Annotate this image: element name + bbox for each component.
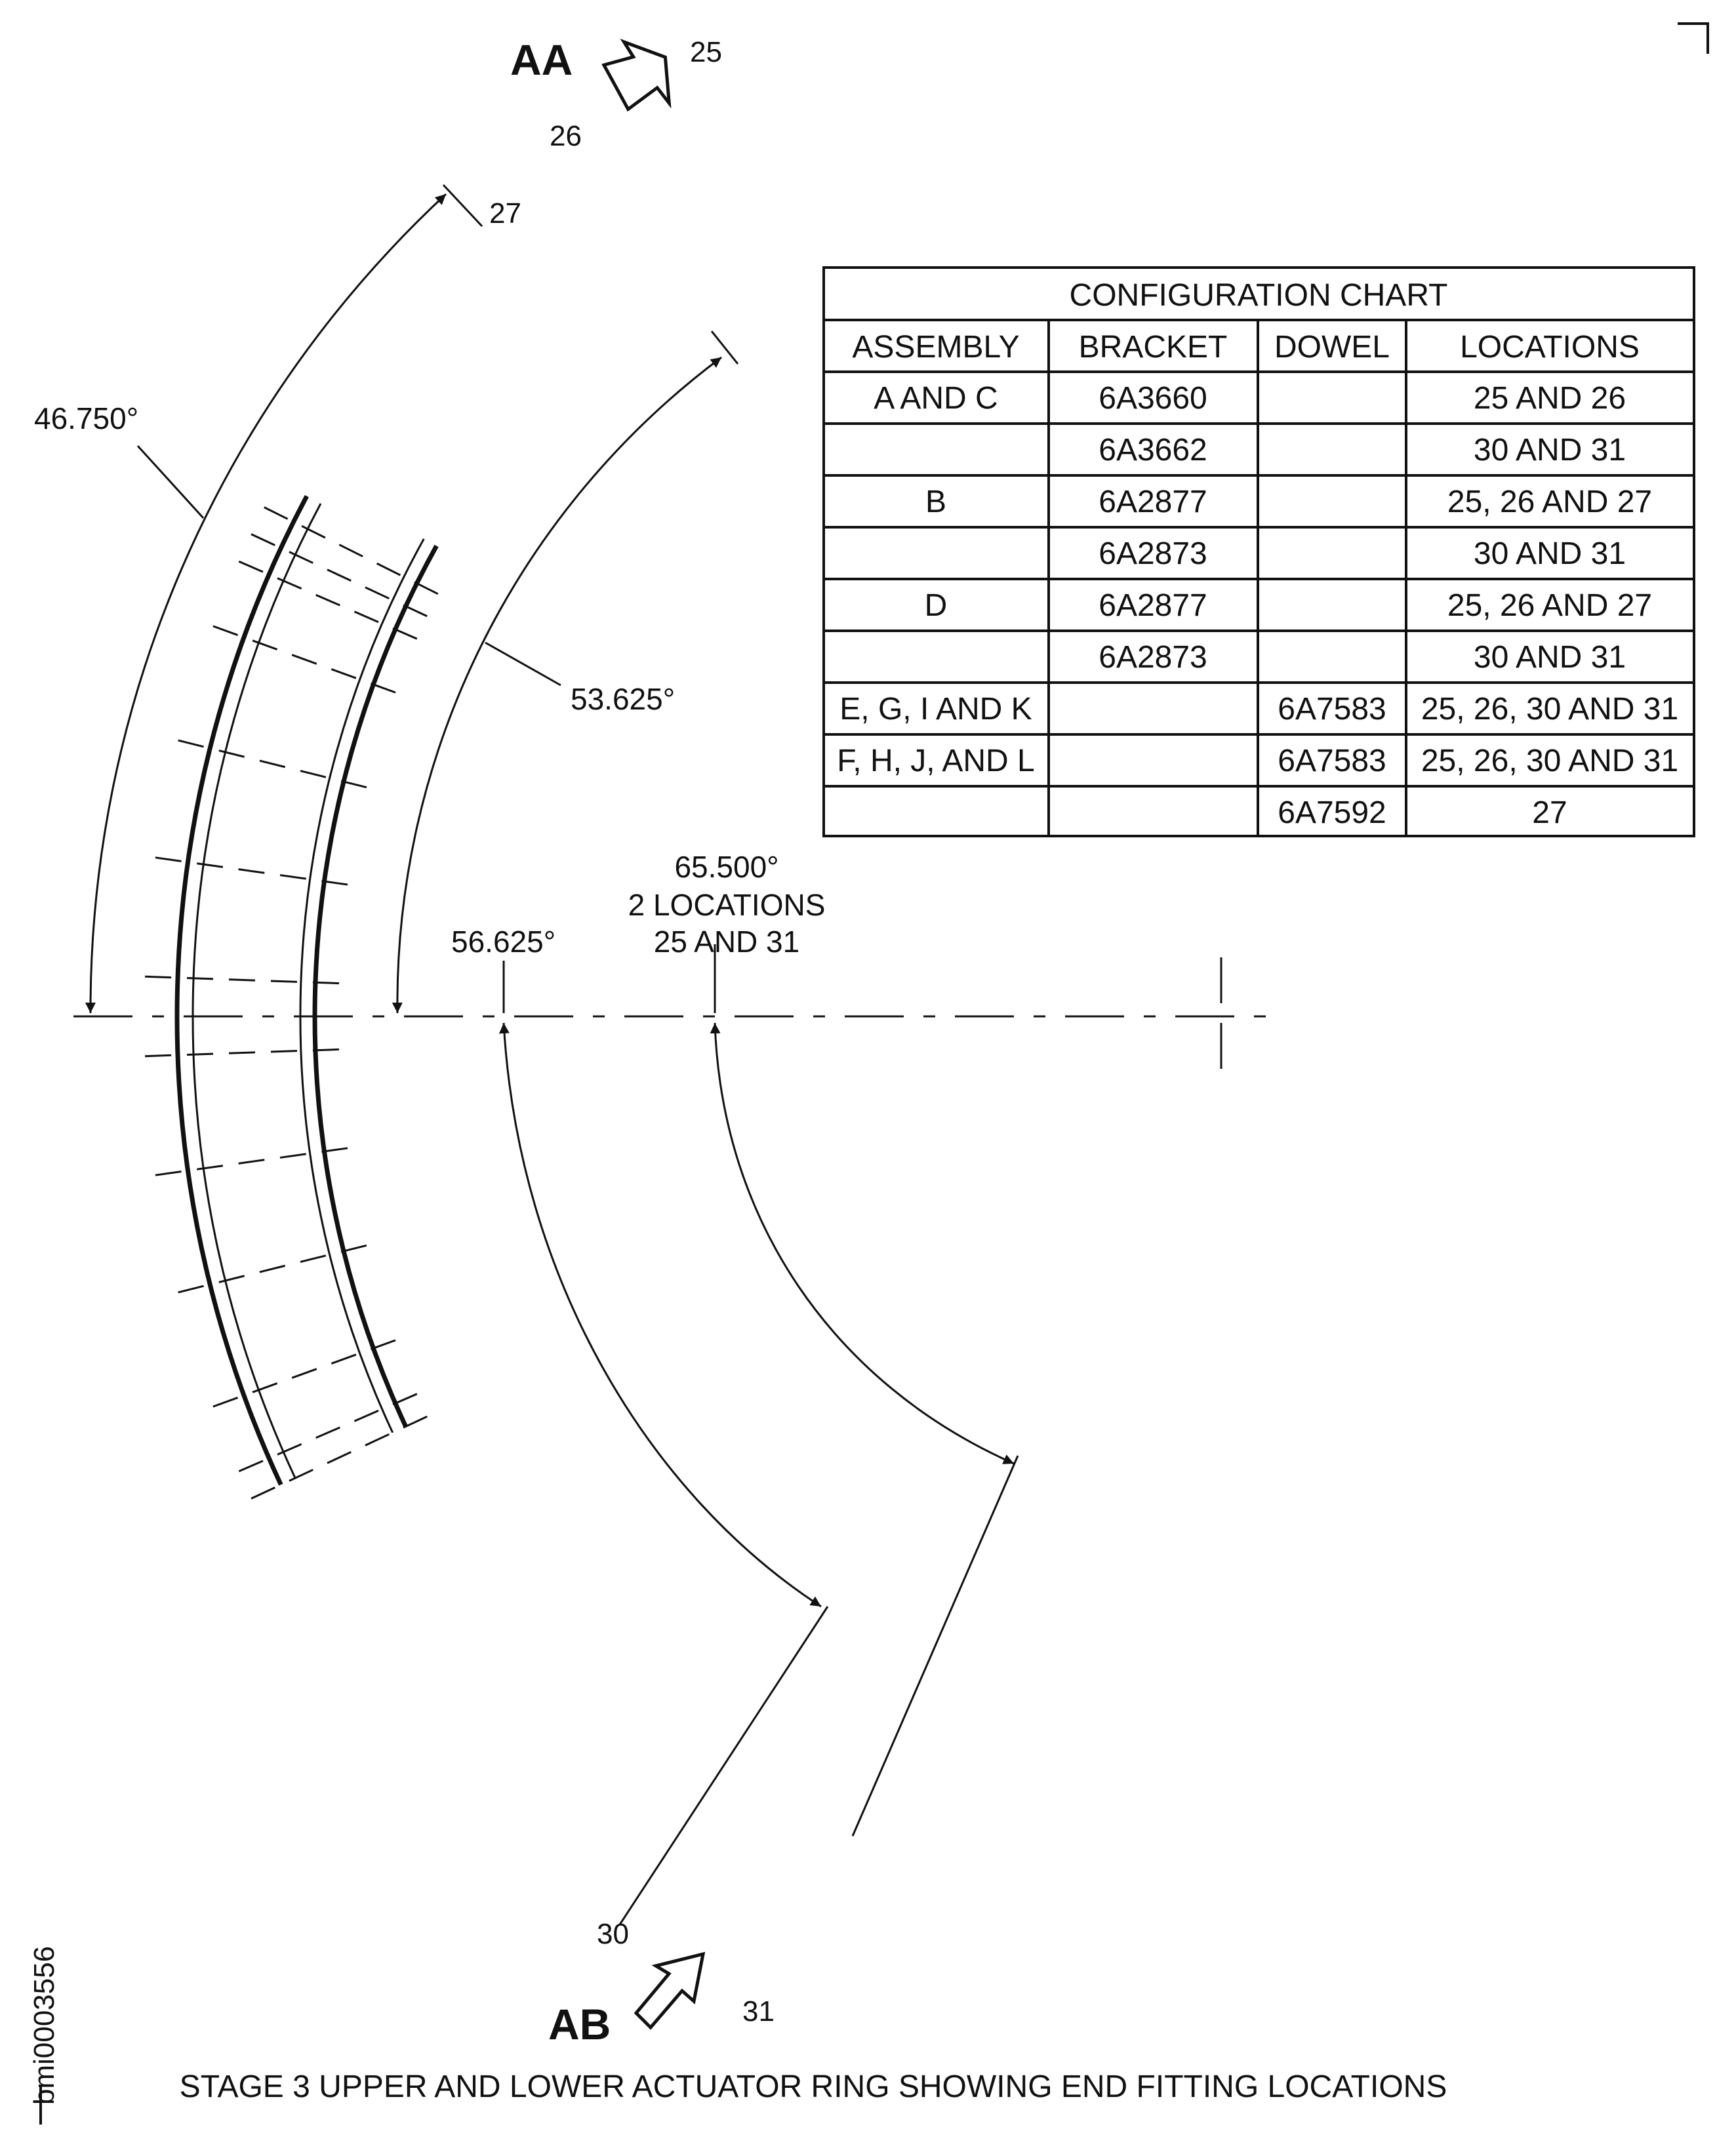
dimension-65-500-locations-label: 2 LOCATIONS bbox=[628, 888, 826, 922]
cell-locations: 25, 26 AND 27 bbox=[1447, 588, 1652, 623]
cell-bracket: 6A2873 bbox=[1099, 536, 1207, 571]
view-arrow-ab-icon bbox=[634, 1951, 706, 2030]
cell-locations: 30 AND 31 bbox=[1474, 640, 1626, 675]
ring-arc bbox=[174, 494, 309, 1486]
extension-line-30 bbox=[618, 1606, 829, 1925]
view-arrow-aa bbox=[601, 39, 672, 112]
cell-dowel: 6A7583 bbox=[1278, 744, 1386, 778]
ring-arc bbox=[299, 538, 425, 1433]
view-label-ab: AB bbox=[548, 2000, 611, 2048]
view-label-aa: AA bbox=[510, 35, 573, 84]
cell-locations: 25, 26 AND 27 bbox=[1447, 485, 1652, 519]
configuration-chart-title: CONFIGURATION CHART bbox=[1070, 278, 1448, 313]
fitting-mark bbox=[238, 1386, 432, 1473]
leader-46-750 bbox=[136, 445, 205, 519]
header-bracket: BRACKET bbox=[1079, 330, 1228, 365]
cell-bracket: 6A2877 bbox=[1099, 485, 1207, 519]
dimension-lines bbox=[85, 184, 1019, 1925]
location-26-label: 26 bbox=[550, 120, 582, 152]
location-30-label: 30 bbox=[597, 1918, 629, 1950]
location-25-label: 25 bbox=[690, 36, 722, 68]
extension-line-26 bbox=[710, 330, 739, 365]
configuration-chart-rows: A AND C 6A3660 25 AND 26 6A3662 30 AND 31 B 6A… bbox=[837, 381, 1678, 830]
cell-assembly: A AND C bbox=[874, 381, 998, 416]
configuration-chart: CONFIGURATION CHART ASSEMBLY BRACKET DOW… bbox=[822, 266, 1695, 837]
header-locations: LOCATIONS bbox=[1460, 330, 1640, 365]
extension-line-27 bbox=[442, 184, 483, 228]
dimension-arc-53-625 bbox=[392, 356, 722, 1014]
header-dowel: DOWEL bbox=[1274, 330, 1390, 365]
view-arrow-aa-icon bbox=[601, 39, 672, 112]
location-27-label: 27 bbox=[489, 197, 521, 230]
configuration-chart-grid bbox=[822, 266, 1695, 837]
view-arrow-ab bbox=[634, 1951, 706, 2030]
corner-mark-top-right bbox=[1678, 22, 1709, 54]
header-assembly: ASSEMBLY bbox=[852, 330, 1019, 365]
dimension-65-500-label: 65.500° bbox=[674, 850, 778, 884]
cell-assembly: E, G, I AND K bbox=[839, 692, 1032, 727]
cell-locations: 25 AND 26 bbox=[1474, 381, 1626, 416]
cell-bracket: 6A2877 bbox=[1099, 588, 1207, 623]
cell-assembly: F, H, J, AND L bbox=[837, 744, 1034, 778]
dimension-65-500-locations-detail: 25 AND 31 bbox=[654, 925, 799, 959]
fitting-mark bbox=[155, 1145, 364, 1176]
fitting-mark bbox=[145, 1048, 355, 1058]
cell-bracket: 6A3660 bbox=[1099, 381, 1207, 416]
fitting-mark bbox=[212, 1334, 411, 1408]
centerline bbox=[73, 957, 1266, 1075]
extension-line-31 bbox=[851, 1455, 1019, 1837]
ring-arc bbox=[312, 544, 439, 1428]
cell-bracket: 6A2873 bbox=[1099, 640, 1207, 675]
dimension-arc-46-750 bbox=[85, 193, 447, 1014]
cell-locations: 30 AND 31 bbox=[1474, 433, 1626, 468]
dimension-46-750-label: 46.750° bbox=[34, 401, 138, 435]
cell-dowel: 6A7583 bbox=[1278, 692, 1386, 727]
dimension-arc-56-625 bbox=[498, 1022, 822, 1608]
leader-53-625 bbox=[485, 641, 561, 687]
cell-bracket: 6A3662 bbox=[1099, 433, 1207, 468]
cell-locations: 27 bbox=[1532, 795, 1567, 830]
cell-locations: 30 AND 31 bbox=[1474, 536, 1626, 571]
figure-caption: STAGE 3 UPPER AND LOWER ACTUATOR RING SH… bbox=[180, 2069, 1447, 2104]
cell-dowel: 6A7592 bbox=[1278, 795, 1386, 830]
location-31-label: 31 bbox=[742, 1995, 775, 2027]
cell-locations: 25, 26, 30 AND 31 bbox=[1421, 692, 1678, 727]
dimension-arc-65-500 bbox=[710, 1022, 1015, 1465]
cell-assembly: B bbox=[925, 485, 946, 519]
cell-assembly: D bbox=[925, 588, 948, 623]
dimension-53-625-label: 53.625° bbox=[571, 682, 675, 716]
figure-id: bmi0003556 bbox=[28, 1946, 60, 2105]
fitting-mark bbox=[178, 1241, 382, 1294]
fitting-marks bbox=[145, 506, 453, 1500]
cell-locations: 25, 26, 30 AND 31 bbox=[1421, 744, 1678, 778]
dimension-56-625-label: 56.625° bbox=[451, 925, 555, 959]
fitting-mark bbox=[251, 1408, 442, 1500]
